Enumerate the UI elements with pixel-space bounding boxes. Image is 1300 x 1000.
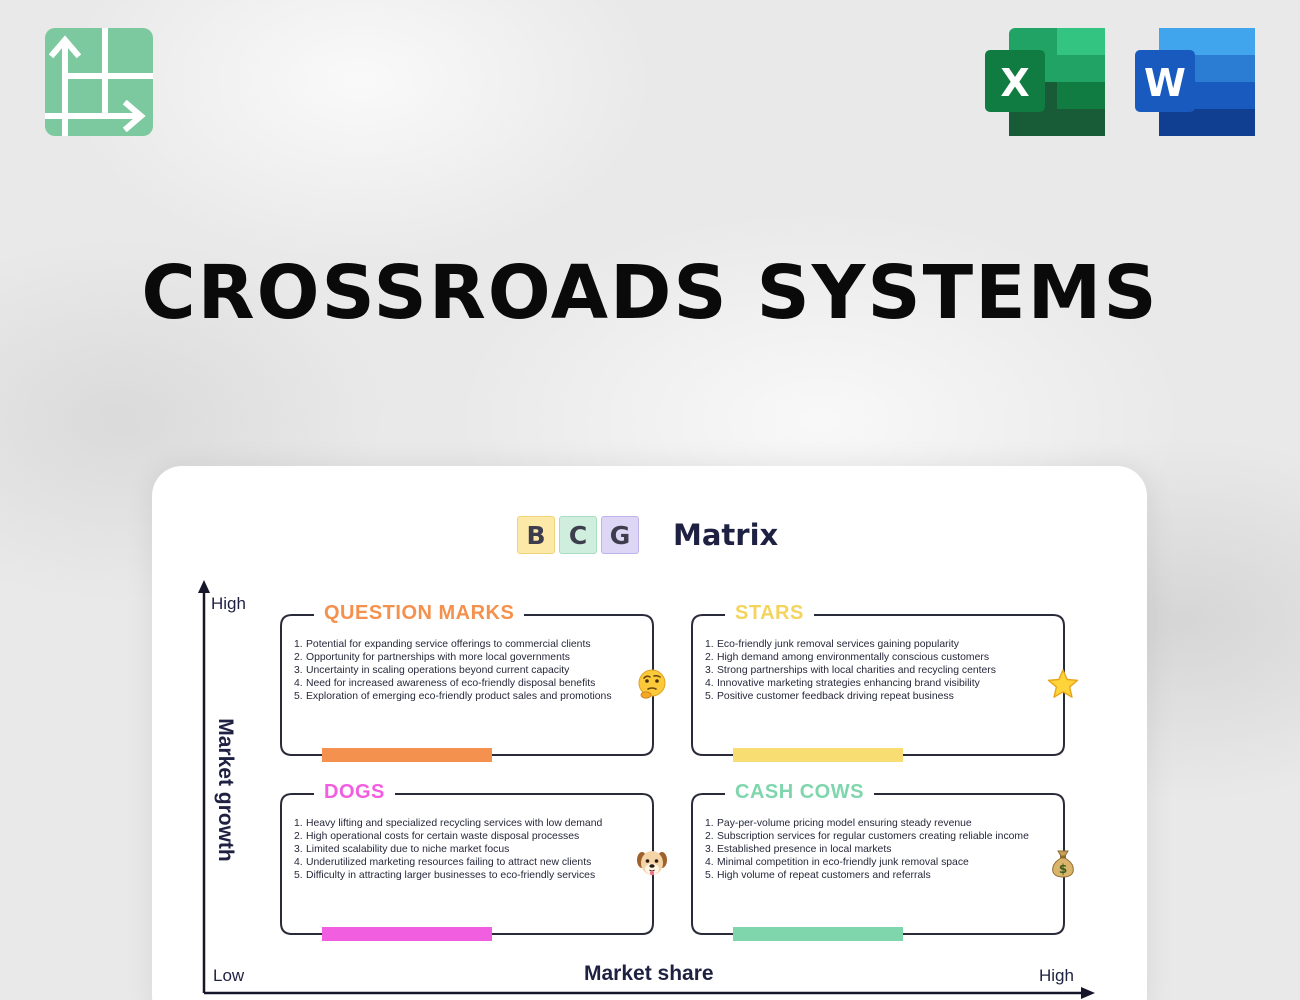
quadrant-title: DOGS: [314, 781, 395, 805]
quadrant-accent-bar: [322, 748, 492, 762]
list-item: 5.Difficulty in attracting larger busine…: [294, 870, 596, 881]
quadrant-cash-cows: CASH COWS 1.Pay-per-volume pricing model…: [691, 781, 1074, 941]
thinking-face-icon: [638, 669, 666, 699]
x-axis-title: Market share: [584, 962, 714, 985]
list-item: 3.Strong partnerships with local chariti…: [705, 665, 996, 676]
quadrant-list: 1.Heavy lifting and specialized recyclin…: [294, 817, 624, 882]
money-bag-icon: $: [1052, 850, 1074, 878]
quadrant-accent-bar: [733, 927, 903, 941]
list-item: 3.Uncertainty in scaling operations beyo…: [294, 665, 570, 676]
bcg-matrix-card: B C G Matrix High Low High Market share …: [152, 466, 1147, 1000]
letter-tile-g: G: [601, 516, 639, 554]
grid-arrows-logo-icon: [45, 28, 153, 136]
quadrant-dogs: DOGS 1.Heavy lifting and specialized rec…: [280, 781, 667, 941]
list-item: 4.Innovative marketing strategies enhanc…: [705, 678, 980, 689]
star-icon: [1047, 669, 1079, 698]
x-axis-high-label: High: [1039, 966, 1074, 985]
letter-tile-b: B: [517, 516, 555, 554]
list-item: 3.Established presence in local markets: [705, 844, 892, 855]
list-item: 3.Limited scalability due to niche marke…: [294, 844, 510, 855]
x-axis-arrow-icon: [1081, 987, 1095, 999]
list-item: 4.Minimal competition in eco-friendly ju…: [705, 857, 969, 868]
quadrant-list: 1.Pay-per-volume pricing model ensuring …: [705, 817, 1035, 882]
list-item: 5.High volume of repeat customers and re…: [705, 870, 931, 881]
list-item: 2.High operational costs for certain was…: [294, 831, 580, 842]
quadrant-accent-bar: [322, 927, 492, 941]
letter-tile-c: C: [559, 516, 597, 554]
quadrant-list: 1.Potential for expanding service offeri…: [294, 638, 624, 703]
matrix-heading-word: Matrix: [673, 518, 779, 552]
list-item: 4.Underutilized marketing resources fail…: [294, 857, 592, 868]
word-icon: W: [1135, 28, 1255, 136]
dog-face-icon: [637, 851, 667, 876]
list-item: 5.Exploration of emerging eco-friendly p…: [294, 691, 612, 702]
list-item: 1.Potential for expanding service offeri…: [294, 639, 591, 650]
y-axis-arrow-icon: [198, 580, 210, 593]
svg-text:$: $: [1059, 862, 1067, 876]
quadrant-title: QUESTION MARKS: [314, 602, 525, 626]
word-letter: W: [1144, 61, 1186, 105]
list-item: 4.Need for increased awareness of eco-fr…: [294, 678, 596, 689]
quadrant-stars: STARS 1.Eco-friendly junk removal servic…: [691, 602, 1079, 762]
quadrant-title: STARS: [725, 602, 814, 626]
list-item: 2.Opportunity for partnerships with more…: [294, 652, 570, 663]
quadrant-list: 1.Eco-friendly junk removal services gai…: [705, 638, 1035, 703]
matrix-axes: [198, 580, 1095, 999]
list-item: 5.Positive customer feedback driving rep…: [705, 691, 954, 702]
quadrant-question-marks: QUESTION MARKS 1.Potential for expanding…: [280, 602, 666, 762]
list-item: 2.High demand among environmentally cons…: [705, 652, 990, 663]
list-item: 2.Subscription services for regular cust…: [705, 831, 1029, 842]
quadrant-title: CASH COWS: [725, 781, 874, 805]
bcg-heading: B C G Matrix: [517, 516, 778, 554]
list-item: 1.Eco-friendly junk removal services gai…: [705, 639, 959, 650]
excel-icon: X: [985, 28, 1105, 136]
x-axis-low-label: Low: [213, 966, 245, 985]
list-item: 1.Pay-per-volume pricing model ensuring …: [705, 818, 972, 829]
list-item: 1.Heavy lifting and specialized recyclin…: [294, 818, 603, 829]
y-axis-title: Market growth: [214, 718, 237, 862]
y-axis-high-label: High: [211, 594, 246, 613]
excel-letter: X: [1000, 61, 1029, 105]
quadrant-accent-bar: [733, 748, 903, 762]
page-title: CROSSROADS SYSTEMS: [141, 250, 1159, 336]
